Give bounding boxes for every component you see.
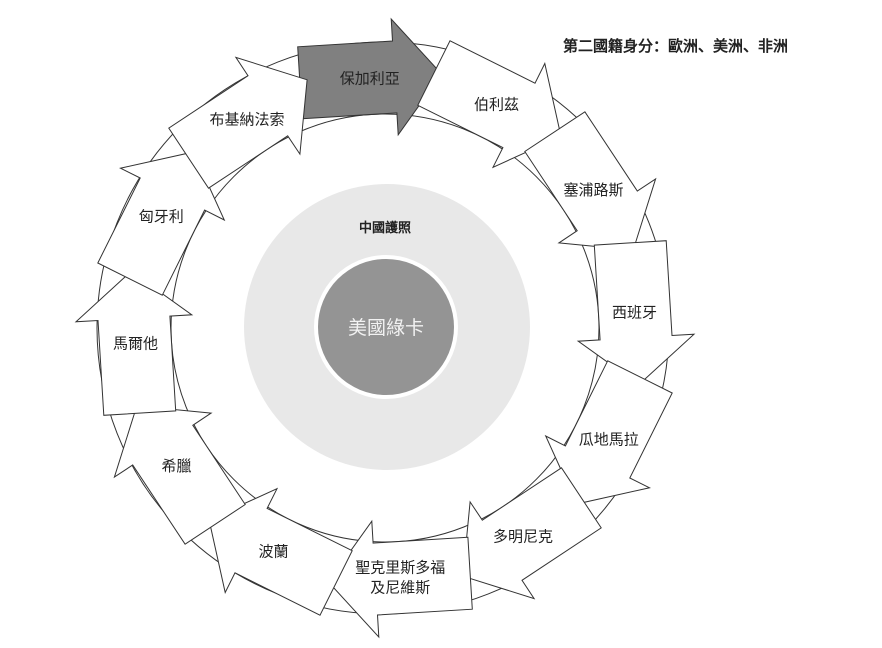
arrow-5 — [462, 467, 602, 600]
country-label: 及尼維斯 — [370, 579, 430, 597]
china-passport-label: 中國護照 — [359, 220, 411, 236]
arrow-4 — [544, 360, 673, 505]
arrow-9 — [74, 270, 194, 416]
country-label: 多明尼克 — [493, 528, 553, 546]
country-label: 聖克里斯多福 — [355, 559, 445, 577]
arrow-7 — [208, 487, 353, 616]
arrow-10 — [97, 151, 226, 296]
country-label: 馬爾他 — [113, 334, 158, 352]
arrow-1 — [417, 40, 562, 169]
country-label: 西班牙 — [612, 304, 657, 322]
country-label: 保加利亞 — [340, 70, 400, 88]
country-label: 瓜地馬拉 — [579, 431, 639, 449]
arrow-3 — [576, 240, 696, 386]
country-label: 布基納法索 — [209, 111, 284, 129]
country-label: 伯利茲 — [474, 95, 519, 113]
arrow-2 — [524, 111, 657, 251]
arrow-0 — [297, 17, 443, 137]
us-green-card-core — [318, 259, 454, 395]
country-label: 波蘭 — [258, 543, 288, 561]
us-green-card-label: 美國綠卡 — [348, 317, 424, 339]
page-title: 第二國籍身分：歐洲、美洲、非洲 — [563, 37, 789, 55]
arrow-11 — [168, 56, 308, 189]
arrow-8 — [113, 405, 246, 545]
country-label: 塞浦路斯 — [563, 181, 623, 199]
country-label: 匈牙利 — [139, 208, 184, 226]
arrow-6 — [327, 519, 473, 639]
country-label: 希臘 — [161, 457, 191, 475]
